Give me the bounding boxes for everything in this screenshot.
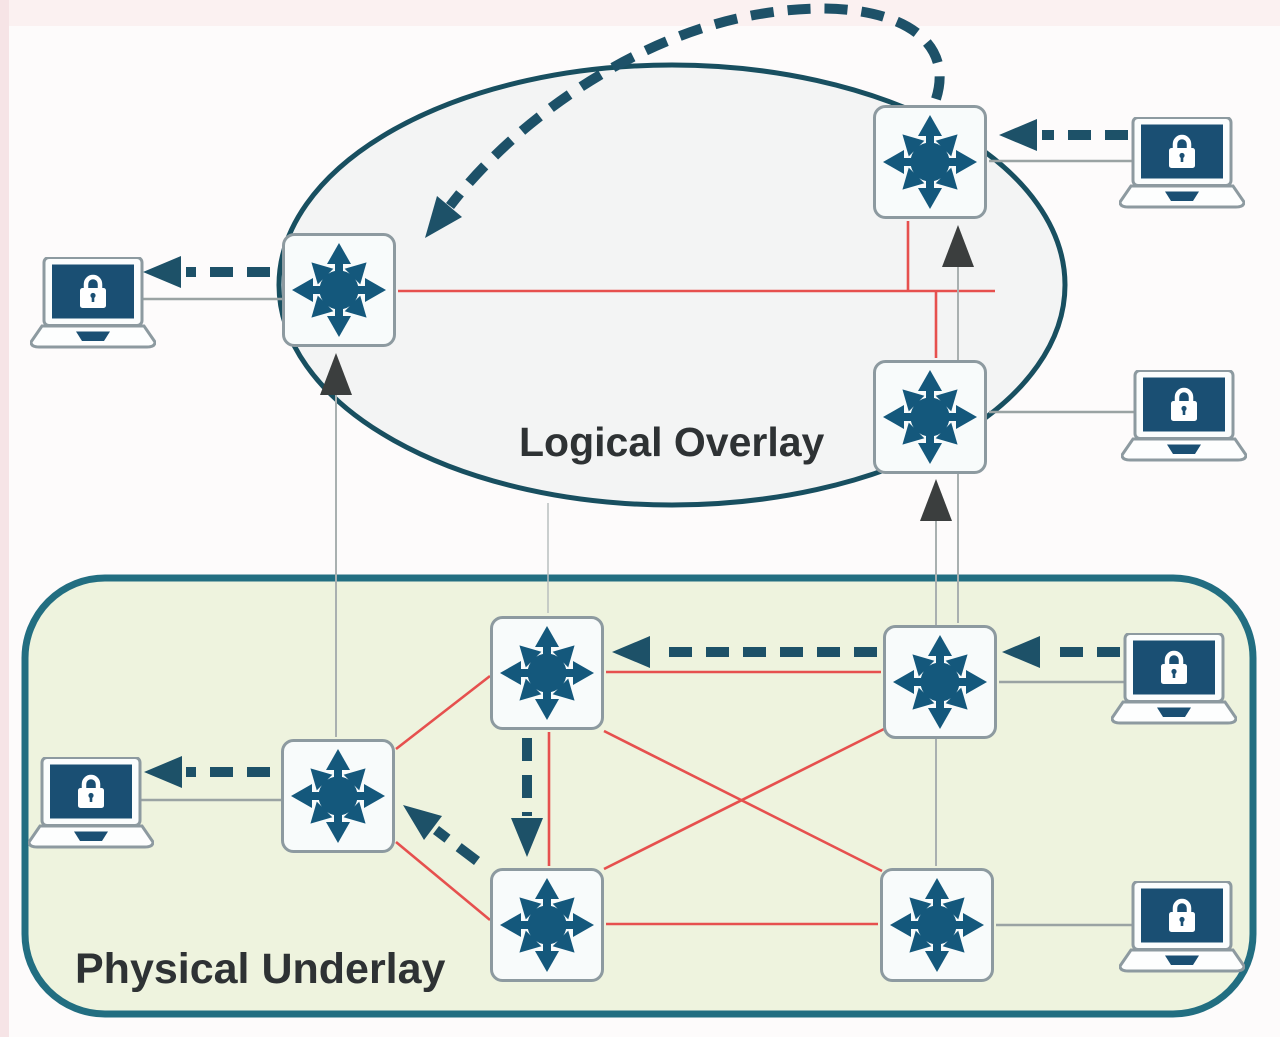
encrypted-flows [143,3,1128,865]
red-links [395,221,995,926]
gray-links [137,159,1137,927]
flow-head-underlay-topright [1002,636,1040,668]
mapping-arrowhead-right-outer [920,479,952,521]
flow-head-underlay-left [403,805,442,840]
logical-overlay-label: Logical Overlay [519,419,825,465]
flow-head-overlay-topright [999,119,1037,151]
overlay-router-mid-right [875,362,986,473]
host-top-right [1120,118,1244,208]
page-edge-top [0,0,1280,26]
flow-head-underlay-midtop [612,636,650,668]
underlay-router-top-right [885,627,996,738]
red-link-bottommid-topright [603,727,885,871]
underlay-router-left [283,741,394,852]
underlay-router-bottom-right [882,870,993,981]
red-link-midtop-bottomright [603,729,883,873]
flow-underlay-bottommid-to-left [432,826,481,865]
overlay-router-top-right [875,107,986,218]
host-mid-right [1122,371,1246,461]
host-underlay-left [29,758,153,848]
flow-head-underlay-host [144,756,182,788]
underlay-router-mid-top [492,618,603,729]
flow-head-underlay-bottommid [511,818,543,857]
host-underlay-right-bottom [1120,882,1244,972]
red-link-left-midtop [395,674,491,751]
underlay-router-bottom-mid [492,870,603,981]
flow-head-overlay-left [143,256,181,288]
overlay-router-left [284,235,395,346]
mapping-arrowhead-right-inner [942,225,974,267]
flow-head-overlay-curve [425,196,462,238]
mapping-arrowhead-left [320,353,352,395]
host-underlay-right-top [1112,634,1236,724]
red-link-left-bottommid [395,840,491,922]
host-top-left [31,258,155,348]
page-edge-left [0,0,9,1037]
physical-underlay-label: Physical Underlay [75,945,446,993]
